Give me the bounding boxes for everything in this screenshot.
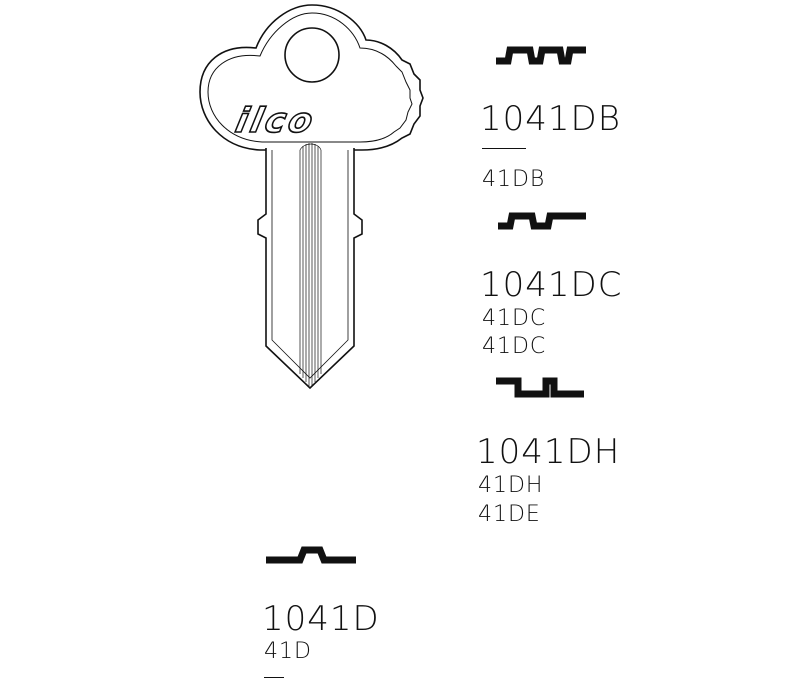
blank-alternate: 41D [264,639,312,664]
blank-code: 1041DB [480,99,621,139]
keyway-profile-1041d [266,546,356,564]
divider [264,677,284,678]
blank-alternate: 41DC [482,306,547,331]
keyway-profile-1041dh [496,377,584,398]
blank-alternate: 41DH [478,473,544,498]
keyway-profile-1041db [496,46,586,65]
key-blade-outline [257,148,363,390]
blank-alternate: 41DE [478,502,541,527]
divider [482,148,526,149]
blank-alternate: 41DC [482,334,547,359]
key-blade-inner-line [271,150,349,379]
key-hole [284,27,340,83]
blank-code: 1041DC [480,265,623,305]
keyway-profile-1041dc [498,212,586,230]
key-groove [299,143,322,386]
blank-alternate: 41DB [482,167,546,192]
blank-code: 1041D [262,599,380,639]
blank-code: 1041DH [476,432,621,472]
key-head-inner-outline [207,12,413,143]
brand-logo: ilco [232,101,319,141]
